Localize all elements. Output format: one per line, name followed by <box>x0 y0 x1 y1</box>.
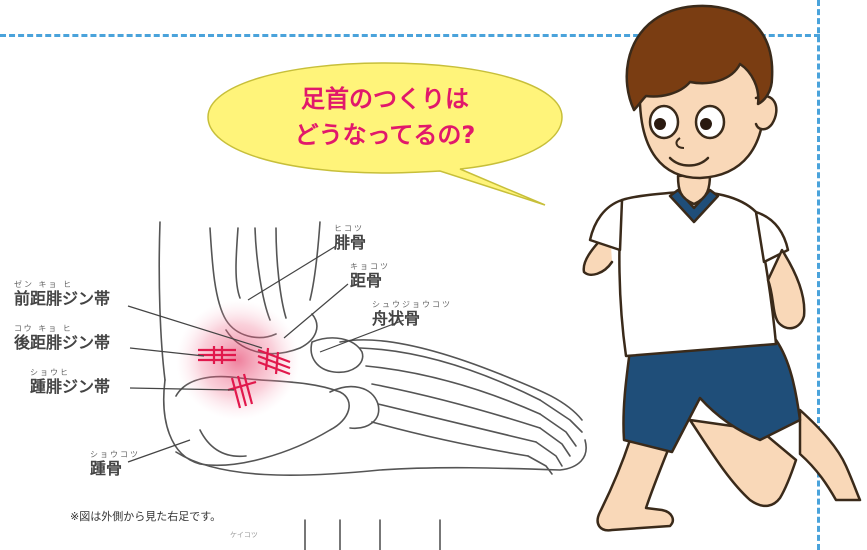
lower-ruby-label: ケイコツ <box>230 530 258 540</box>
label-fibula: ヒコツ 腓骨 <box>334 224 366 253</box>
label-calcaneus: ショウコツ 踵骨 <box>90 450 140 479</box>
label-navicular-ruby: シュウジョウコツ <box>372 300 452 309</box>
label-calcaneus-name: 踵骨 <box>90 459 140 479</box>
label-atfl: ゼン キョ ヒ 前距腓ジン帯 <box>14 280 110 309</box>
label-talus: キョコツ 距骨 <box>350 262 390 291</box>
label-cfl-ruby: ショウヒ <box>30 368 110 377</box>
label-atfl-ruby: ゼン キョ ヒ <box>14 280 110 289</box>
label-ptfl-ruby: コウ キョ ヒ <box>14 324 110 333</box>
label-talus-ruby: キョコツ <box>350 262 390 271</box>
label-cfl-name: 踵腓ジン帯 <box>30 377 110 397</box>
label-navicular-name: 舟状骨 <box>372 309 452 329</box>
label-atfl-name: 前距腓ジン帯 <box>14 289 110 309</box>
label-ptfl: コウ キョ ヒ 後距腓ジン帯 <box>14 324 110 353</box>
label-ptfl-name: 後距腓ジン帯 <box>14 333 110 353</box>
label-cfl: ショウヒ 踵腓ジン帯 <box>30 368 110 397</box>
label-calcaneus-ruby: ショウコツ <box>90 450 140 459</box>
label-talus-name: 距骨 <box>350 271 390 291</box>
label-navicular: シュウジョウコツ 舟状骨 <box>372 300 452 329</box>
footnote: ※図は外側から見た右足です。 <box>70 508 221 524</box>
label-fibula-ruby: ヒコツ <box>334 224 366 233</box>
boy-illustration <box>560 0 865 550</box>
label-fibula-name: 腓骨 <box>334 233 366 253</box>
